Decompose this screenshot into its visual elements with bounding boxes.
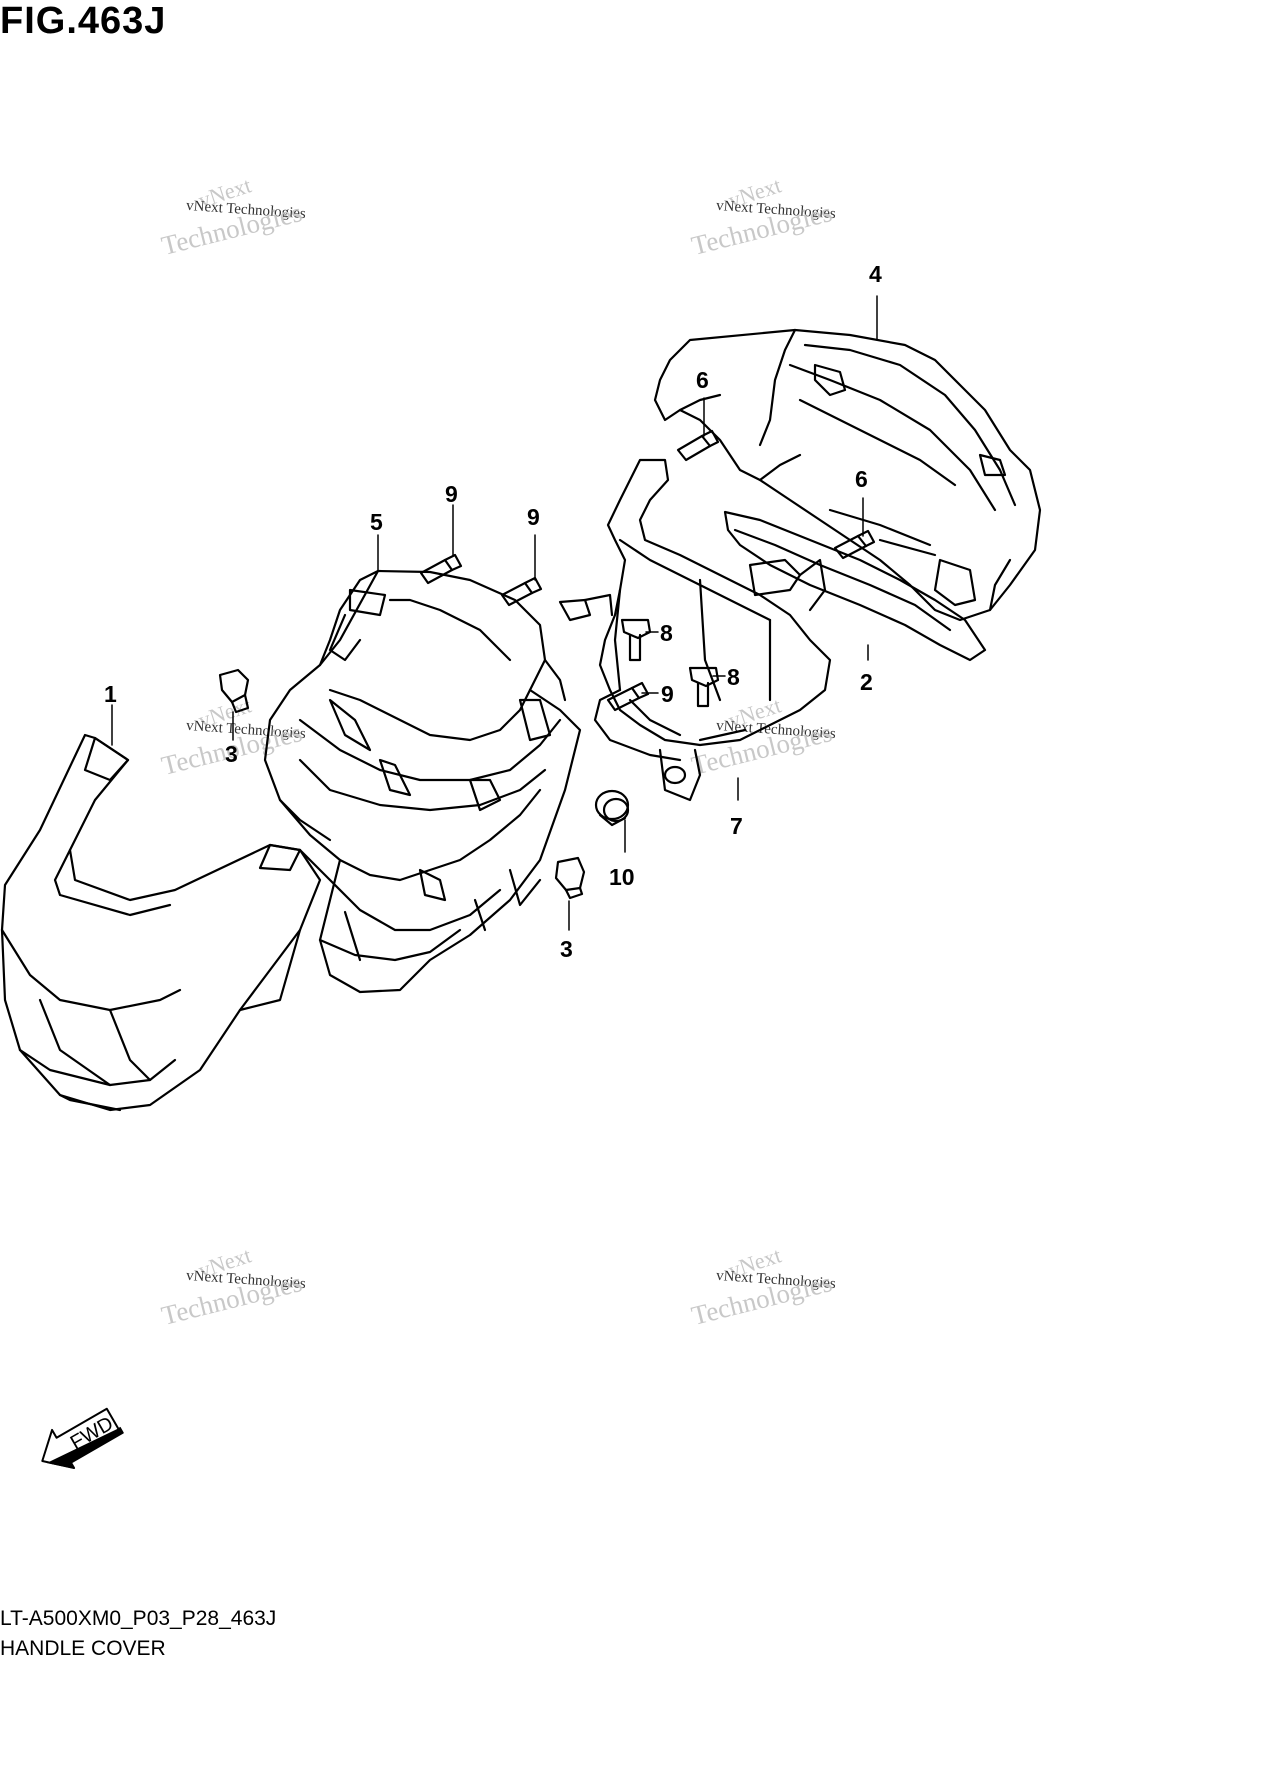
- figure-title: FIG.463J: [0, 0, 167, 42]
- screw-9-center: [606, 681, 650, 712]
- callout-number: 3: [560, 936, 573, 962]
- callout-number: 2: [860, 669, 873, 695]
- callout-number: 3: [225, 741, 238, 767]
- part-bracket: [558, 458, 832, 802]
- callout-number: 10: [609, 864, 635, 890]
- callout-number: 5: [370, 509, 383, 535]
- part-front-cover: [0, 733, 322, 1112]
- screw-6-upper: [676, 429, 720, 462]
- fwd-arrow-icon: FWD: [41, 1407, 124, 1470]
- callout-number: 7: [730, 813, 743, 839]
- part-trim-strip: [723, 510, 987, 662]
- callouts: 1 2 3 3 4 5 6 6 7 8 8 9 9 9 10: [104, 261, 882, 962]
- clip-3-upper: [218, 668, 250, 714]
- bolt-8-lower: [688, 666, 720, 708]
- callout-number: 6: [696, 367, 709, 393]
- bolt-8-upper: [620, 618, 652, 662]
- callout-number: 8: [727, 664, 740, 690]
- callout-number: 4: [869, 261, 882, 287]
- part-upper-cover: [263, 569, 582, 994]
- part-meter-cover: [653, 328, 1042, 622]
- drawing-name: HANDLE COVER: [0, 1637, 166, 1660]
- callout-number: 9: [445, 481, 458, 507]
- callout-number: 9: [661, 681, 674, 707]
- grommet-10: [594, 789, 630, 827]
- screw-9-left: [419, 553, 463, 585]
- callout-number: 9: [527, 504, 540, 530]
- drawing-code: LT-A500XM0_P03_P28_463J: [0, 1607, 277, 1630]
- screw-9-right: [500, 576, 543, 607]
- clip-3-lower: [554, 856, 586, 900]
- callout-number: 1: [104, 681, 117, 707]
- callout-number: 6: [855, 466, 868, 492]
- leader-lines: [111, 295, 878, 931]
- callout-number: 8: [660, 620, 673, 646]
